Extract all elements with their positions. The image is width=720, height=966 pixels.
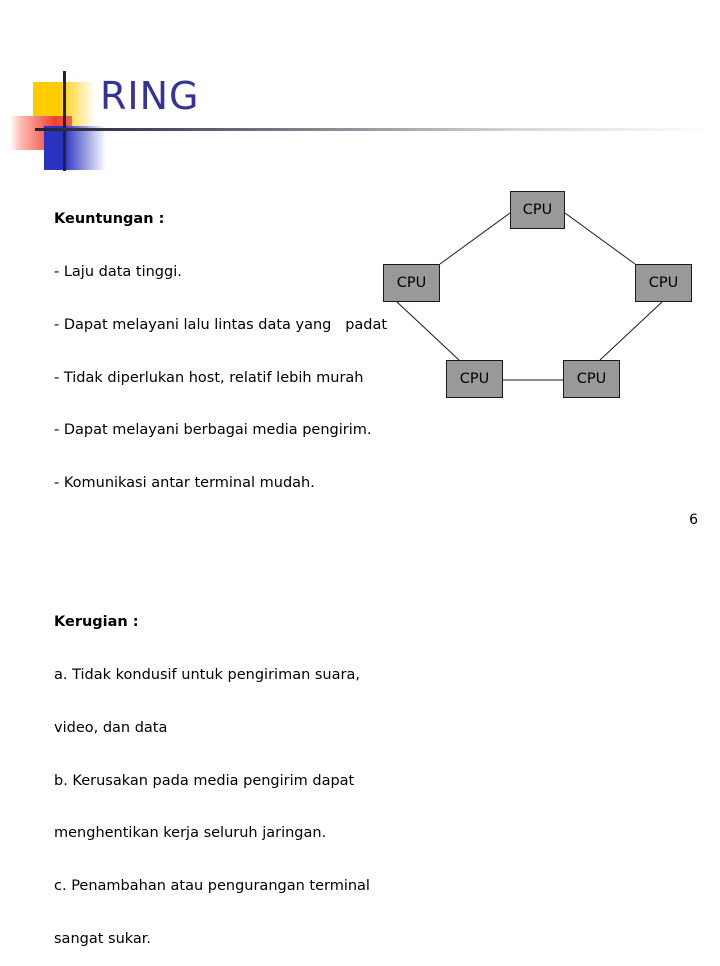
disadvantages-item-4: menghentikan kerja seluruh jaringan.	[54, 825, 327, 842]
advantages-item-1: - Laju data tinggi.	[54, 263, 182, 280]
advantages-item-4: - Dapat melayani berbagai media pengirim…	[54, 422, 372, 439]
diagram-node-label: CPU	[459, 371, 490, 387]
diagram-connection-lines	[396, 212, 663, 381]
page-title: RING	[100, 74, 200, 118]
diagram-node-cpu-top: CPU	[510, 191, 565, 229]
slide-decoration	[0, 60, 715, 171]
ring-topology-diagram: CPU CPU CPU CPU CPU	[370, 180, 710, 410]
diagram-node-label: CPU	[522, 202, 553, 218]
disadvantages-item-1: a. Tidak kondusif untuk pengiriman suara…	[54, 667, 360, 684]
body-text-block: Keuntungan : - Laju data tinggi. - Dapat…	[54, 176, 394, 966]
decoration-horizontal-rule	[35, 128, 715, 131]
diagram-node-cpu-left: CPU	[383, 264, 440, 302]
diagram-node-label: CPU	[396, 275, 427, 291]
diagram-link-cpu-top-to-cpu-right	[564, 212, 636, 265]
diagram-node-cpu-bottom-right: CPU	[563, 360, 620, 398]
disadvantages-item-5: c. Penambahan atau pengurangan terminal	[54, 878, 370, 895]
decoration-blue-square	[44, 126, 106, 170]
paragraph-spacer	[54, 545, 394, 561]
advantages-item-2: - Dapat melayani lalu lintas data yang p…	[54, 316, 388, 333]
advantages-heading: Keuntungan :	[54, 211, 165, 228]
diagram-node-label: CPU	[576, 371, 607, 387]
diagram-node-label: CPU	[648, 275, 679, 291]
disadvantages-item-6: sangat sukar.	[54, 930, 152, 947]
diagram-link-cpu-left-to-cpu-top	[439, 212, 511, 265]
disadvantages-item-3: b. Kerusakan pada media pengirim dapat	[54, 772, 355, 789]
decoration-vertical-rule	[63, 71, 66, 171]
diagram-link-cpu-left-to-cpu-bottom-left	[396, 301, 460, 361]
advantages-item-3: - Tidak diperlukan host, relatif lebih m…	[54, 369, 364, 386]
diagram-node-cpu-bottom-left: CPU	[446, 360, 503, 398]
advantages-item-5: - Komunikasi antar terminal mudah.	[54, 475, 315, 492]
diagram-node-cpu-right: CPU	[635, 264, 692, 302]
disadvantages-item-2: video, dan data	[54, 719, 168, 736]
diagram-link-cpu-right-to-cpu-bottom-right	[599, 301, 663, 361]
page-number: 6	[689, 512, 698, 528]
disadvantages-heading: Kerugian :	[54, 614, 139, 631]
